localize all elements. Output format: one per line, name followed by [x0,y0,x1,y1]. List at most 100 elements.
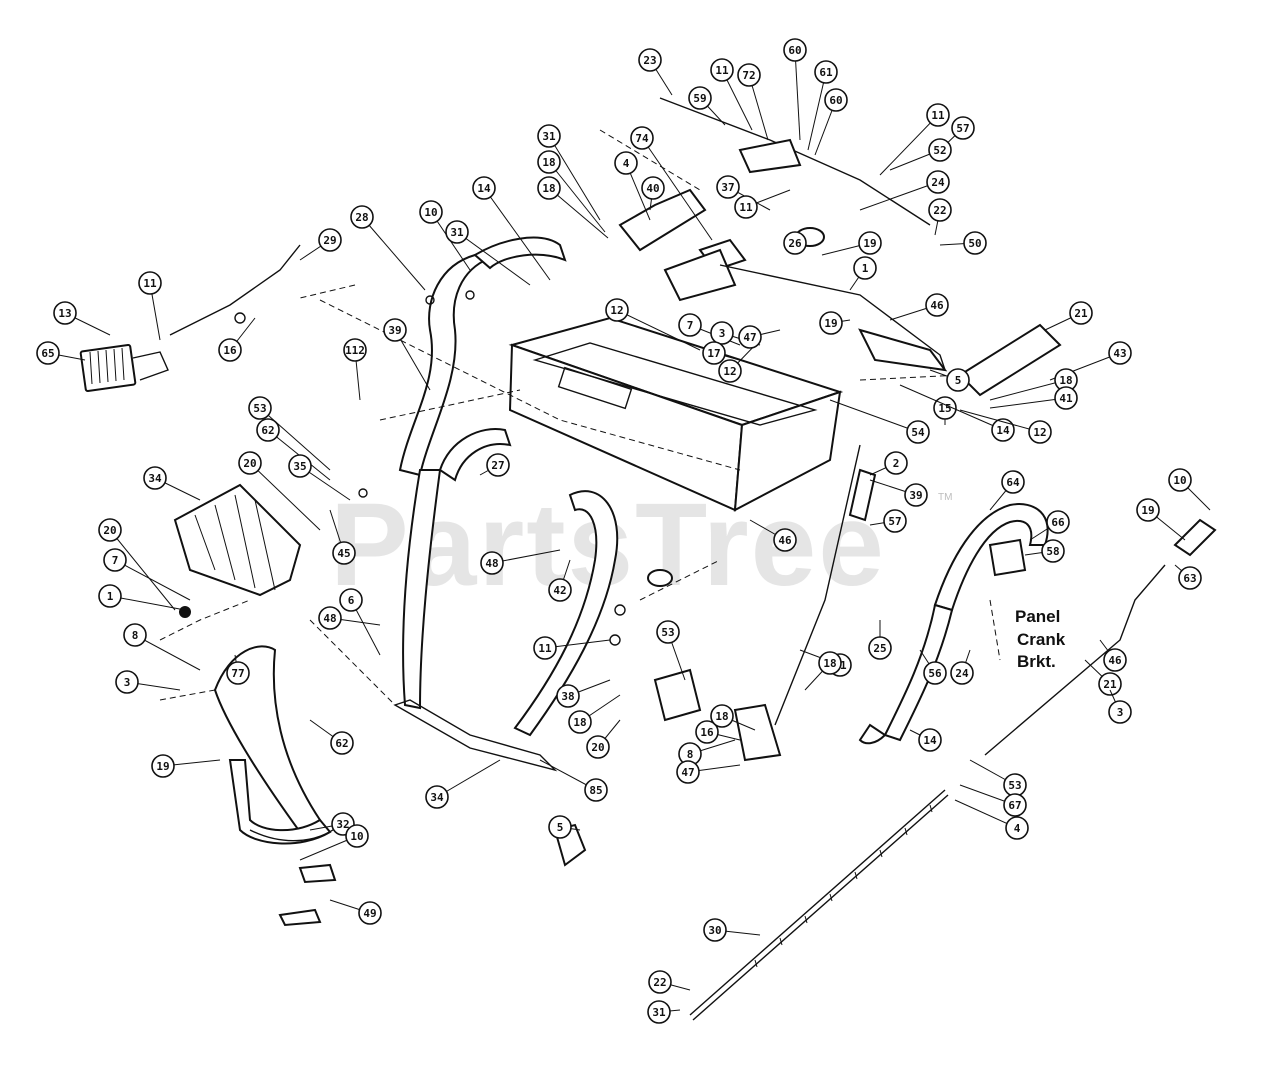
callout-10: 10 [1168,468,1211,511]
callout-2: 2 [869,451,908,476]
callout-35: 35 [288,454,351,501]
callout-bubble [638,48,662,72]
callout-bubble [819,311,843,335]
callout-bubble [614,151,638,175]
callout-bubble [339,588,363,612]
callout-number: 5 [955,374,962,387]
callout-leader [859,181,939,211]
callout-11: 11 [138,271,162,341]
callout-number: 8 [132,629,139,642]
callout-bubble [238,451,262,475]
callout-number: 14 [477,182,491,195]
callout-8: 8 [123,623,201,671]
callout-bubble [656,620,680,644]
callout-66: 66 [1029,510,1070,541]
callout-1: 1 [98,584,186,611]
callout-bubble [868,636,892,660]
callout-number: 46 [778,534,792,547]
callout-bubble [738,325,762,349]
callout-53: 53 [969,759,1027,797]
callout-52: 52 [889,138,952,171]
callout-bubble [648,970,672,994]
callout-bubble [818,651,842,675]
callout-bubble [1136,498,1160,522]
callout-bubble [548,578,572,602]
callout-31: 31 [647,1000,681,1024]
callout-number: 35 [293,460,306,473]
callout-number: 112 [345,344,365,357]
callout-3: 3 [115,670,181,694]
callout-bubble [1041,539,1065,563]
callout-bubble [1028,420,1052,444]
callout-leader [548,135,601,221]
callout-56: 56 [919,649,947,685]
callout-number: 60 [829,94,842,107]
discharge-chute [213,645,322,834]
callout-number: 11 [538,642,552,655]
callout-27: 27 [479,453,510,477]
callout-bubble [906,420,930,444]
callout-number: 28 [355,211,368,224]
callout-31: 31 [537,124,601,221]
callout-bubble [556,684,580,708]
callout-number: 18 [542,182,555,195]
callout-number: 45 [337,547,350,560]
callout-bubble [480,551,504,575]
bracket-label: Brkt. [1017,652,1056,671]
callout-number: 59 [693,92,706,105]
callout-39: 39 [869,479,928,507]
callout-number: 15 [938,402,951,415]
callout-leader [249,462,321,531]
callout-bubble [358,901,382,925]
callout-bubble [904,483,928,507]
callout-bubble [926,103,950,127]
callout-number: 41 [1059,392,1073,405]
callout-72: 72 [737,63,769,141]
callout-bubble [695,720,719,744]
callout-bubble [343,338,367,362]
callout-number: 21 [1103,678,1117,691]
callout-bubble [814,60,838,84]
callout-18: 18 [568,694,621,734]
callout-bubble [676,760,700,784]
callout-number: 63 [1183,572,1196,585]
callout-bubble [115,670,139,694]
callout-12: 12 [605,298,701,351]
callout-bubble [584,778,608,802]
callout-20: 20 [238,451,321,531]
callout-18: 18 [710,704,756,731]
callout-28: 28 [350,205,426,291]
callout-number: 19 [824,317,837,330]
callout-number: 22 [933,204,946,217]
callout-bubble [1103,648,1127,672]
callout-number: 40 [646,182,659,195]
callout-number: 60 [788,44,801,57]
callout-bubble [883,509,907,533]
callout-number: 8 [687,748,694,761]
callout-number: 5 [557,821,564,834]
callout-57: 57 [869,509,907,533]
callout-number: 66 [1051,516,1065,529]
callout-number: 62 [261,424,274,437]
callout-11: 11 [734,189,791,219]
callout-bubble [1001,470,1025,494]
callout-number: 6 [348,594,355,607]
callout-number: 32 [336,818,349,831]
callout-number: 1 [862,262,869,275]
panel-label: Panel [1015,607,1060,626]
callout-48: 48 [480,549,561,575]
callout-5: 5 [929,368,970,392]
callout-53: 53 [656,620,686,681]
callout-number: 12 [610,304,623,317]
callout-34: 34 [425,759,501,809]
callout-number: 46 [1108,654,1122,667]
callout-10: 10 [419,200,471,271]
callout-bubble [445,220,469,244]
callout-62: 62 [256,418,331,481]
callout-59: 59 [688,86,726,126]
callout-3: 3 [1108,689,1132,724]
callout-48: 48 [318,606,381,630]
callout-number: 62 [335,737,348,750]
callout-bubble [151,754,175,778]
